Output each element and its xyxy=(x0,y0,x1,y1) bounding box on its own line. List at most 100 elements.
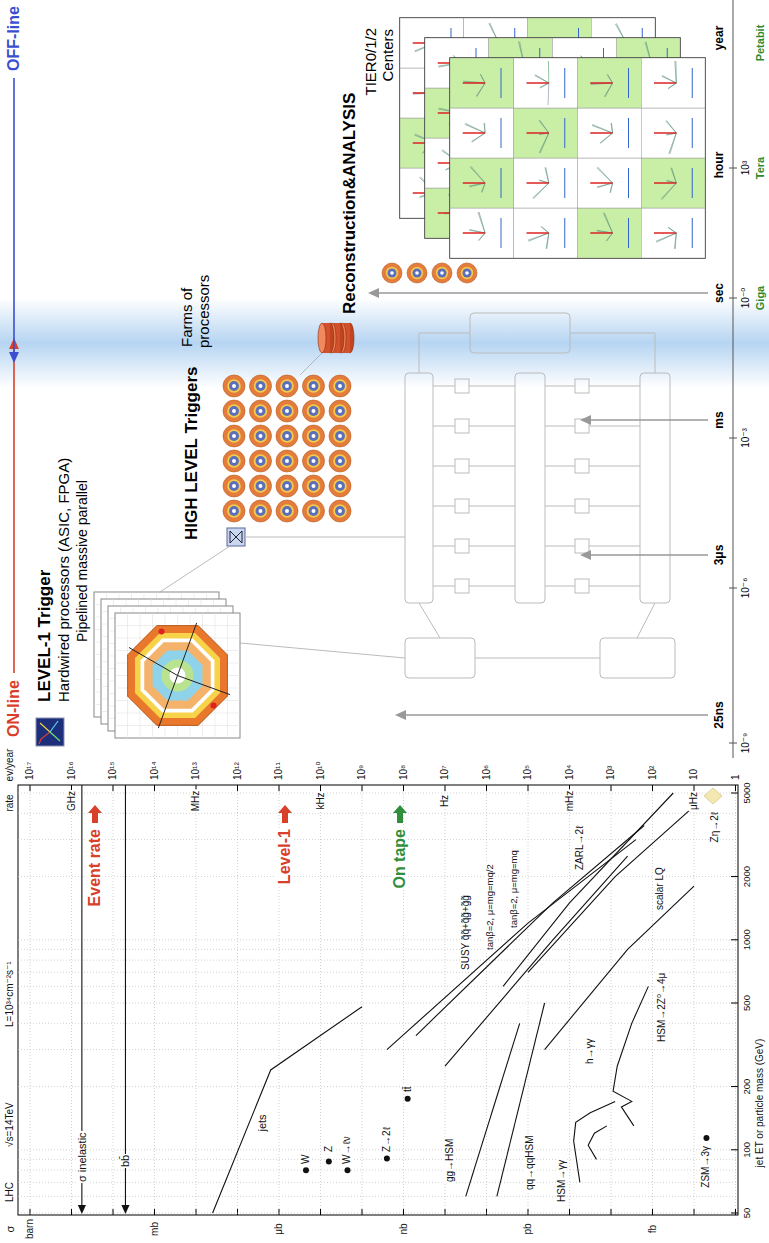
axis-tick xyxy=(30,1209,31,1215)
event-baseline xyxy=(628,68,629,98)
stage-title: HIGH LEVEL Triggers xyxy=(182,365,201,541)
event-jet xyxy=(654,182,676,184)
data-point xyxy=(303,1167,309,1173)
axis-tick-label-slot: 10⁹ xyxy=(356,764,368,781)
event-track xyxy=(661,183,676,199)
time-label: hour xyxy=(712,151,726,180)
grid-line xyxy=(18,960,738,961)
axis-tick-label: 10¹⁷ xyxy=(24,761,35,781)
leptoquark-curve xyxy=(545,886,694,1049)
phase-label: ON-line xyxy=(5,679,22,738)
event-track xyxy=(478,233,485,240)
farm-detector xyxy=(256,506,266,516)
block-wire xyxy=(469,506,515,507)
axis-tick-label: 10¹² xyxy=(232,761,243,781)
event-jet xyxy=(654,232,676,234)
grid-line xyxy=(18,1049,738,1050)
rate-arrow xyxy=(278,805,292,823)
axis-tick-label: 2000 xyxy=(741,865,752,888)
grid-line xyxy=(486,785,487,1215)
event-track xyxy=(607,75,612,83)
event-track xyxy=(546,167,549,183)
stage-text: Farms of processors xyxy=(178,274,212,348)
farm-detector xyxy=(338,509,342,513)
farm-detector xyxy=(282,506,292,516)
farm-detector xyxy=(303,425,325,447)
event-track xyxy=(541,226,548,233)
farm-detector xyxy=(307,429,321,443)
arrow-head xyxy=(78,1205,86,1214)
farm-detector xyxy=(229,506,239,516)
event-cell xyxy=(578,158,642,208)
grid-line xyxy=(18,1023,738,1024)
process-label-slot: σ inelastic xyxy=(76,1131,89,1183)
axis-tick-label-slot: barn xyxy=(24,1218,36,1240)
offline-arrow xyxy=(13,78,15,353)
process-label: Zη→2ℓ xyxy=(709,811,720,843)
axis-tick-label: 10³ xyxy=(605,765,616,781)
time-power: 10⁻⁰ xyxy=(740,287,751,309)
axis-title-slot: jet ET or particle mass (GeV) xyxy=(754,1038,766,1169)
farm-detector xyxy=(250,400,272,422)
rate-level-label: Event rate xyxy=(86,828,103,907)
time-power-slot: 10³ xyxy=(740,160,752,176)
chart-frame xyxy=(18,785,738,1215)
farm-detector xyxy=(309,406,319,416)
chart-header: L=10³⁴cm⁻²s⁻¹ xyxy=(4,960,15,1028)
time-power: 10³ xyxy=(740,160,751,176)
block-cell xyxy=(455,459,469,473)
block-box xyxy=(640,373,670,603)
data-point xyxy=(384,1155,390,1161)
block-wire xyxy=(637,603,655,638)
event-track xyxy=(539,133,549,153)
process-label: ZARL→2ℓ xyxy=(574,825,585,871)
farm-detector xyxy=(223,425,245,447)
farm-detector xyxy=(335,481,345,491)
farm-detector xyxy=(338,484,342,488)
event-track xyxy=(476,83,485,96)
event-icon-track xyxy=(40,723,50,732)
process-label: HSM→γγ xyxy=(556,1159,567,1203)
axis-title: σ xyxy=(4,1225,16,1234)
axis-tick-label-slot: 5000 xyxy=(742,781,753,804)
farm-detector xyxy=(229,431,239,441)
event-track xyxy=(612,123,613,133)
event-baseline xyxy=(692,68,693,98)
farm-detector xyxy=(276,450,298,472)
event-cell xyxy=(578,208,642,258)
time-label: 3μs xyxy=(712,544,726,567)
axis-tick xyxy=(71,1209,72,1215)
event-baseline xyxy=(692,168,693,198)
time-label-slot: 25ns xyxy=(713,700,727,729)
axis-tick-label: barn xyxy=(24,1218,35,1240)
event-track xyxy=(534,183,549,199)
data-volume-slot: Tera xyxy=(754,156,767,180)
event-cell xyxy=(450,58,514,108)
farm-detector xyxy=(463,269,472,278)
hourglass-box xyxy=(227,528,245,546)
event-track xyxy=(666,120,676,133)
farm-detector xyxy=(223,450,245,472)
axis-tick-label-slot: 10¹⁴ xyxy=(149,760,161,781)
event-track xyxy=(611,123,613,133)
block-wire xyxy=(589,586,640,587)
axis-tick-label-slot: μb xyxy=(273,1222,285,1235)
event-track xyxy=(478,212,485,233)
grid-line xyxy=(569,785,570,1215)
event-track xyxy=(535,75,549,83)
event-track xyxy=(656,233,676,241)
grid-line xyxy=(18,1170,738,1171)
higgs-zz-curve xyxy=(613,986,648,1125)
farm-detector xyxy=(229,381,239,391)
grid-line xyxy=(18,1149,738,1150)
farm-detector xyxy=(309,506,319,516)
farm-detector xyxy=(333,379,347,393)
axis-tick xyxy=(403,785,404,791)
time-arrow xyxy=(590,419,708,421)
process-label-slot: ZARL→2ℓ xyxy=(574,825,586,871)
grid-line xyxy=(18,793,738,794)
event-track xyxy=(484,123,485,133)
stage-text: TIER0/1/2 Centers xyxy=(362,28,396,97)
time-label: sec xyxy=(712,282,726,304)
